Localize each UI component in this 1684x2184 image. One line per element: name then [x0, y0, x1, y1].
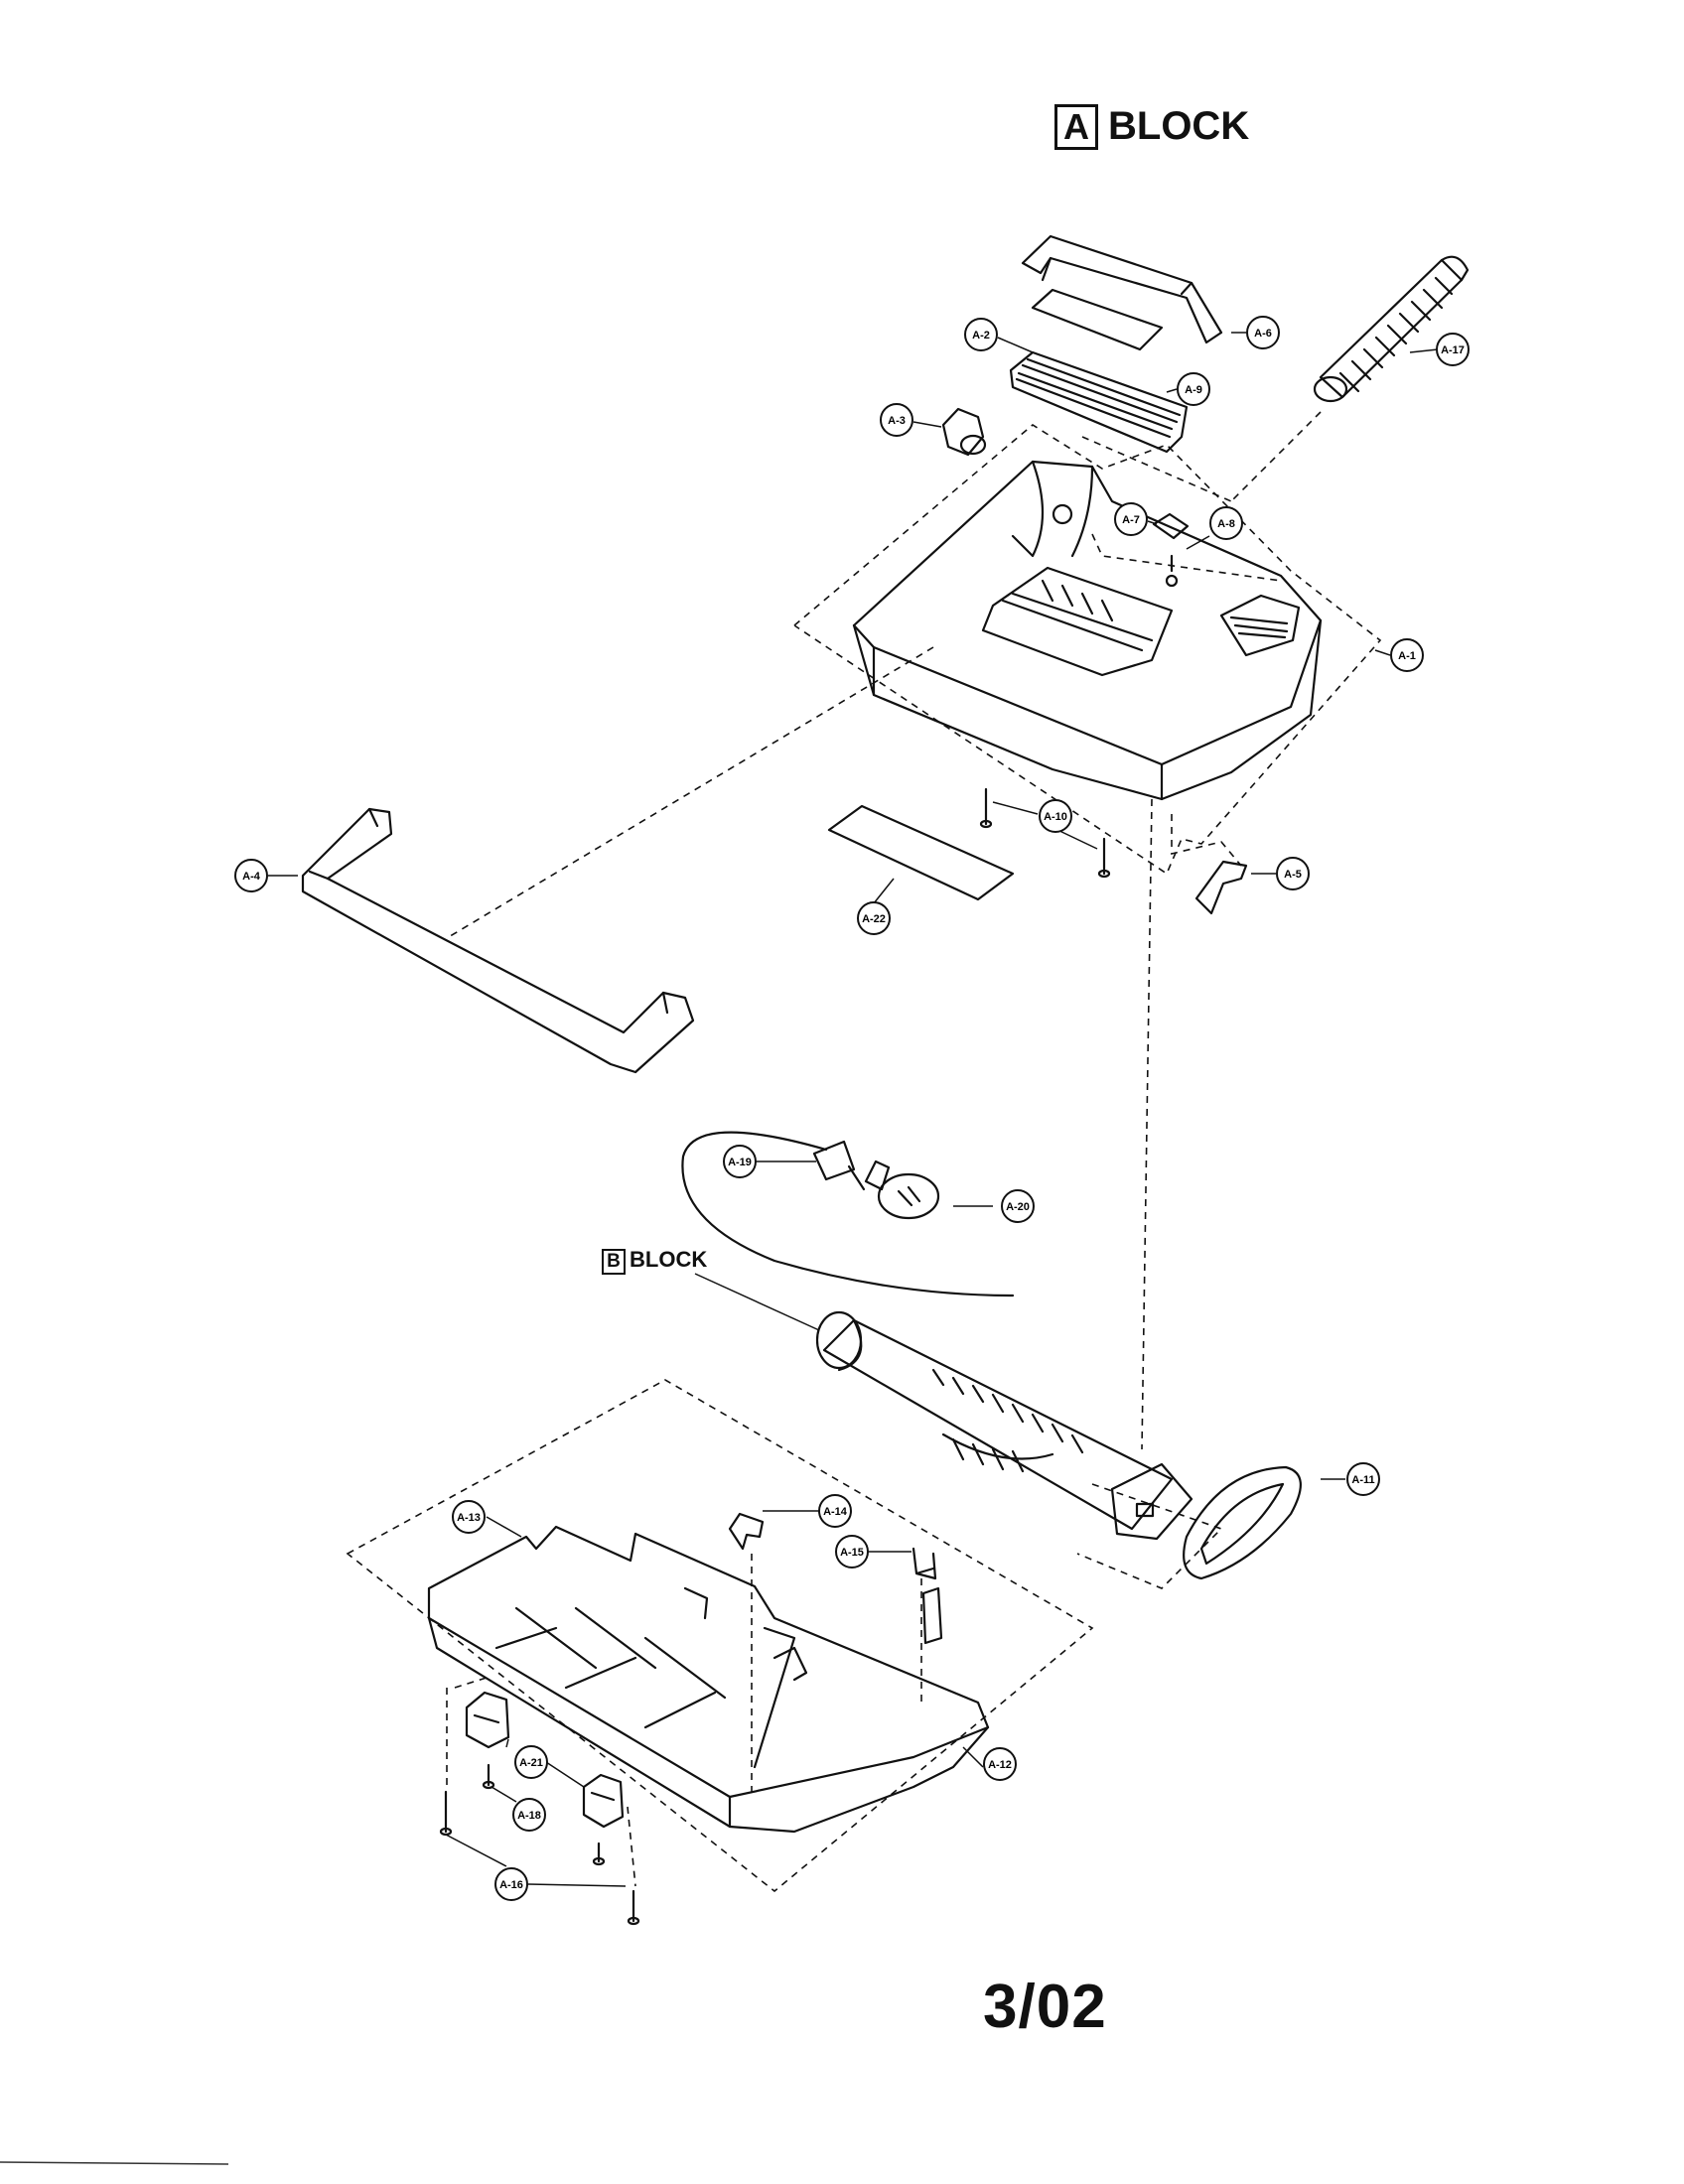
svg-text:A-10: A-10 — [1044, 811, 1067, 823]
callout-a-10: A-10 — [1039, 799, 1072, 833]
callout-a-12: A-12 — [983, 1747, 1017, 1781]
callout-a-6: A-6 — [1246, 316, 1280, 349]
part-label-plate — [1031, 288, 1164, 351]
svg-text:A-22: A-22 — [862, 913, 886, 925]
svg-text:A-1: A-1 — [1398, 650, 1416, 662]
a-block-word: BLOCK — [1108, 104, 1250, 148]
svg-text:A-2: A-2 — [972, 330, 990, 341]
callout-layer: A-1 A-2 A-3 A-4 A-5 A-6 A-7 A-8 A-9 A-10… — [234, 316, 1470, 1901]
callout-a-17: A-17 — [1436, 333, 1470, 366]
leader-lines — [268, 332, 1439, 1887]
callout-a-8: A-8 — [1209, 506, 1243, 540]
part-clip-a14 — [728, 1512, 765, 1551]
callout-a-5: A-5 — [1276, 857, 1310, 890]
svg-text:A-11: A-11 — [1351, 1474, 1374, 1486]
part-small-screw-head — [1165, 574, 1179, 588]
part-drive-belt — [1183, 1465, 1302, 1580]
callout-a-20: A-20 — [1001, 1189, 1035, 1223]
svg-text:A-9: A-9 — [1185, 384, 1202, 396]
part-handle-bail — [301, 807, 695, 1074]
svg-text:A-19: A-19 — [728, 1157, 752, 1168]
svg-text:A-17: A-17 — [1441, 344, 1465, 356]
part-bulb — [864, 1160, 940, 1220]
date-code: 3/02 — [983, 1973, 1107, 2041]
part-main-housing — [852, 460, 1323, 801]
part-bracket-a21-right — [582, 1773, 625, 1829]
callout-a-11: A-11 — [1346, 1462, 1380, 1496]
part-flexible-hose — [1313, 255, 1470, 403]
svg-text:A-7: A-7 — [1122, 514, 1140, 526]
part-light-cord — [681, 1131, 1015, 1297]
callout-a-14: A-14 — [818, 1494, 852, 1528]
page-edge-mark — [0, 2161, 229, 2165]
svg-text:A-13: A-13 — [457, 1512, 481, 1524]
svg-text:A-8: A-8 — [1217, 518, 1235, 530]
assembly-dashed-lines — [346, 411, 1382, 1893]
callout-a-16: A-16 — [494, 1867, 528, 1901]
callout-a-13: A-13 — [452, 1500, 486, 1534]
svg-text:A-21: A-21 — [519, 1757, 543, 1769]
part-bracket-knob — [941, 407, 987, 457]
svg-text:A-5: A-5 — [1284, 869, 1302, 881]
callout-a-2: A-2 — [964, 318, 998, 351]
callout-a-19: A-19 — [723, 1145, 757, 1178]
callout-a-22: A-22 — [857, 901, 891, 935]
part-bottom-label — [827, 804, 1015, 901]
svg-text:A-6: A-6 — [1254, 328, 1272, 340]
part-screws-a10 — [979, 787, 1111, 879]
callout-a-21: A-21 — [514, 1745, 548, 1779]
part-screws-a16-a18 — [439, 1763, 640, 1926]
part-clip — [1152, 512, 1190, 540]
callout-a-1: A-1 — [1390, 638, 1424, 672]
callout-a-7: A-7 — [1114, 502, 1148, 536]
callout-a-15: A-15 — [835, 1535, 869, 1569]
svg-text:A-18: A-18 — [517, 1810, 541, 1822]
b-block-word: BLOCK — [630, 1247, 708, 1272]
svg-text:A-15: A-15 — [840, 1547, 864, 1559]
a-block-letter: A — [1054, 104, 1098, 150]
callout-a-9: A-9 — [1177, 372, 1210, 406]
svg-text:A-16: A-16 — [499, 1879, 523, 1891]
callout-a-4: A-4 — [234, 859, 268, 892]
svg-text:A-4: A-4 — [242, 871, 261, 883]
svg-text:A-20: A-20 — [1006, 1201, 1030, 1213]
svg-text:A-3: A-3 — [888, 415, 906, 427]
svg-text:A-12: A-12 — [988, 1759, 1012, 1771]
b-block-letter: B — [602, 1249, 626, 1275]
part-filter-grille — [1009, 350, 1189, 454]
callout-a-3: A-3 — [880, 403, 913, 437]
svg-text:A-14: A-14 — [823, 1506, 848, 1518]
part-clip-a15 — [912, 1547, 937, 1580]
part-hook-clip — [1194, 860, 1248, 915]
part-bracket-a21-left — [465, 1691, 510, 1749]
part-brush-roll — [815, 1310, 1193, 1541]
part-base-plate — [427, 1525, 990, 1834]
callout-a-18: A-18 — [512, 1798, 546, 1832]
part-top-cover — [1021, 234, 1223, 344]
